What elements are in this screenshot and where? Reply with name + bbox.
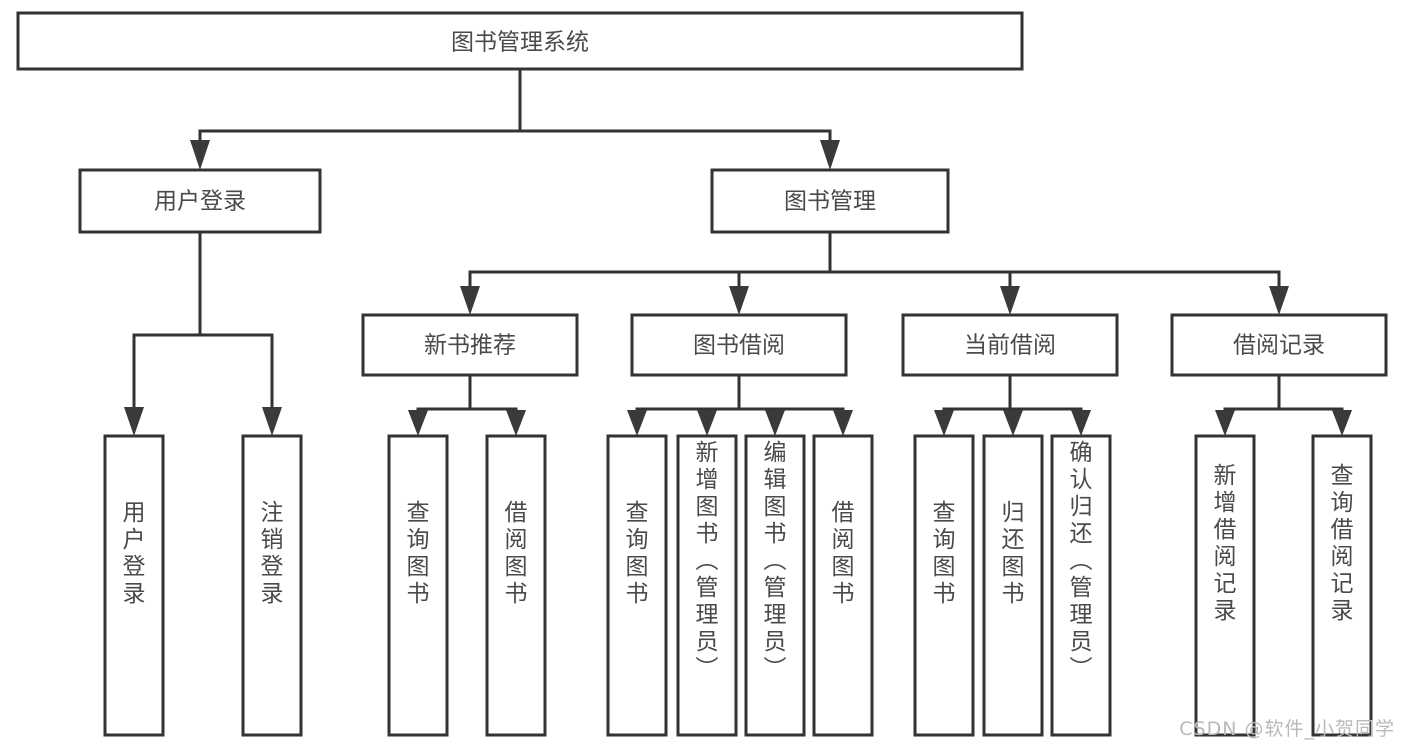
- node-leaf-query-borrow-record[interactable]: 查询借阅记录: [1311, 434, 1373, 737]
- node-leaf-add-book[interactable]: 新增图书︵管理员︶: [676, 434, 738, 737]
- node-box: [812, 434, 874, 737]
- node-label: 编辑图书︵管理员︶: [764, 440, 787, 682]
- node-leaf-return-book[interactable]: 归还图书: [982, 434, 1044, 737]
- connector-record-to-leaves: [1215, 373, 1352, 436]
- arrow-head-icon: [1000, 286, 1020, 315]
- node-box: [241, 434, 303, 737]
- node-leaf-confirm-return[interactable]: 确认归还︵管理员︶: [1050, 434, 1112, 737]
- connector-bookmgmt-to-level2: [460, 230, 1289, 315]
- node-label: 查询图书: [933, 500, 956, 607]
- node-leaf-borrow-book-recommend[interactable]: 借阅图书: [485, 434, 547, 737]
- node-label: 当前借阅: [964, 333, 1056, 359]
- arrow-head-icon: [190, 140, 210, 170]
- node-box: [16, 11, 1024, 71]
- arrow-head-icon: [1071, 410, 1091, 436]
- node-book-management[interactable]: 图书管理: [710, 168, 950, 234]
- arrow-head-icon: [1215, 410, 1235, 436]
- node-book-borrow[interactable]: 图书借阅: [630, 313, 848, 377]
- arrow-head-icon: [729, 286, 749, 315]
- node-leaf-query-book-current[interactable]: 查询图书: [913, 434, 975, 737]
- node-box: [387, 434, 449, 737]
- node-leaf-query-book-recommend[interactable]: 查询图书: [387, 434, 449, 737]
- node-new-book-recommend[interactable]: 新书推荐: [361, 313, 579, 377]
- arrow-head-icon: [627, 410, 647, 436]
- arrow-head-icon: [1332, 410, 1352, 436]
- node-label: 借阅图书: [505, 500, 528, 607]
- node-label: 用户登录: [123, 500, 146, 607]
- node-box: [744, 434, 806, 737]
- node-label: 图书管理: [784, 189, 876, 215]
- node-current-borrow[interactable]: 当前借阅: [901, 313, 1119, 377]
- arrow-head-icon: [934, 410, 954, 436]
- node-label: 新增借阅记录: [1214, 463, 1237, 624]
- node-label: 借阅图书: [832, 500, 855, 607]
- node-box: [710, 168, 950, 234]
- csdn-watermark: CSDN @软件_小贺同学: [1179, 718, 1395, 740]
- node-box: [1194, 434, 1256, 737]
- node-box: [913, 434, 975, 737]
- connector-current-to-leaves: [934, 373, 1091, 436]
- arrow-head-icon: [1003, 410, 1023, 436]
- node-box: [901, 313, 1119, 377]
- node-box: [78, 168, 322, 234]
- node-leaf-user-login[interactable]: 用户登录: [103, 434, 165, 737]
- node-root[interactable]: 图书管理系统: [16, 11, 1024, 71]
- node-leaf-borrow-book[interactable]: 借阅图书: [812, 434, 874, 737]
- node-box: [485, 434, 547, 737]
- node-borrow-record[interactable]: 借阅记录: [1170, 313, 1388, 377]
- arrow-head-icon: [697, 410, 717, 436]
- node-box: [676, 434, 738, 737]
- node-label: 图书管理系统: [451, 30, 589, 56]
- node-box: [1050, 434, 1112, 737]
- node-box: [103, 434, 165, 737]
- node-label: 用户登录: [154, 189, 246, 215]
- node-leaf-query-book-borrow[interactable]: 查询图书: [606, 434, 668, 737]
- node-box: [361, 313, 579, 377]
- arrow-head-icon: [820, 140, 840, 170]
- node-label: 新书推荐: [424, 333, 516, 359]
- node-label: 图书借阅: [693, 333, 785, 359]
- arrow-head-icon: [833, 410, 853, 436]
- arrow-head-icon: [408, 410, 428, 436]
- node-label: 借阅记录: [1233, 333, 1325, 359]
- node-label: 归还图书: [1002, 500, 1025, 607]
- node-label: 查询图书: [407, 500, 430, 607]
- node-box: [1311, 434, 1373, 737]
- node-box: [606, 434, 668, 737]
- node-label: 查询图书: [626, 500, 649, 607]
- node-user-login[interactable]: 用户登录: [78, 168, 322, 234]
- arrow-head-icon: [124, 407, 144, 436]
- node-leaf-add-borrow-record[interactable]: 新增借阅记录: [1194, 434, 1256, 737]
- connector-root-to-level1: [190, 67, 840, 170]
- node-box: [630, 313, 848, 377]
- node-box: [1170, 313, 1388, 377]
- connector-recommend-to-leaves: [408, 373, 526, 436]
- node-label: 查询借阅记录: [1331, 463, 1354, 624]
- arrow-head-icon: [460, 286, 480, 315]
- connector-userlogin-to-leaves: [124, 230, 282, 436]
- node-label: 确认归还︵管理员︶: [1070, 440, 1093, 682]
- node-leaf-edit-book[interactable]: 编辑图书︵管理员︶: [744, 434, 806, 737]
- arrow-head-icon: [506, 410, 526, 436]
- node-leaf-user-logout[interactable]: 注销登录: [241, 434, 303, 737]
- node-label: 注销登录: [261, 500, 284, 607]
- node-box: [982, 434, 1044, 737]
- arrow-head-icon: [765, 410, 785, 436]
- node-label: 新增图书︵管理员︶: [696, 440, 719, 682]
- connector-borrow-to-leaves: [627, 373, 853, 436]
- arrow-head-icon: [262, 407, 282, 436]
- arrow-head-icon: [1269, 286, 1289, 315]
